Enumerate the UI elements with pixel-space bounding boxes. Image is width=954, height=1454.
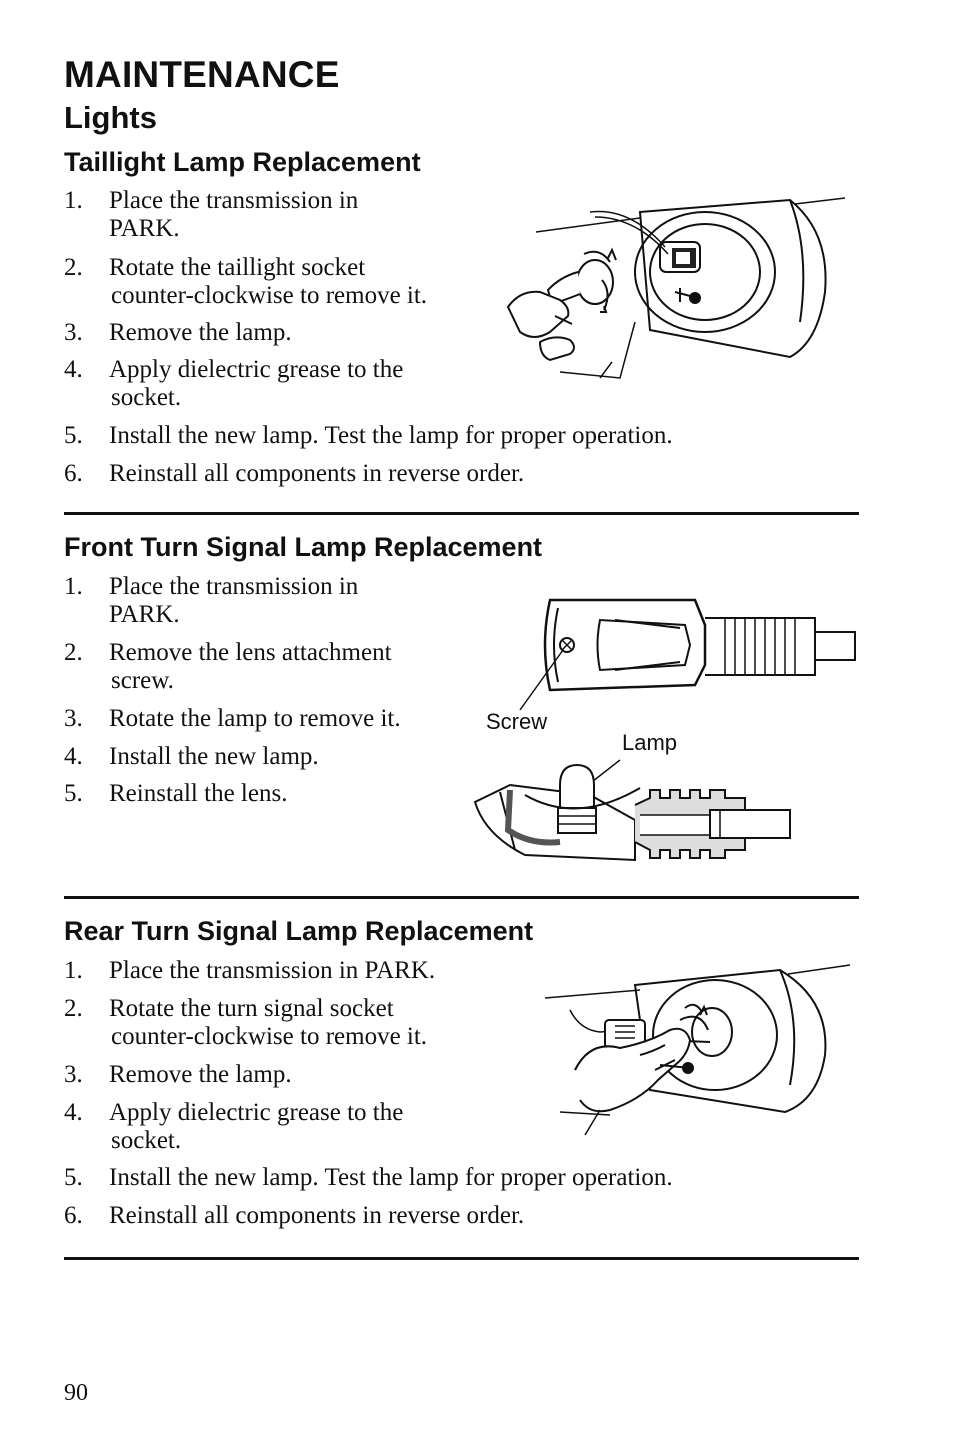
lamp-callout: Lamp [622, 730, 678, 755]
step-text: Remove the lamp. [109, 1061, 292, 1088]
step-text: Apply dielectric grease to the [109, 356, 404, 383]
step-number: 1. [64, 957, 83, 984]
step-number: 4. [64, 743, 83, 770]
section-divider [64, 512, 859, 515]
step-number: 5. [64, 1164, 83, 1191]
step-text: Reinstall the lens. [109, 780, 288, 807]
step-text-continued: screw. [111, 667, 174, 694]
step-number: 3. [64, 1061, 83, 1088]
step-number: 1. [64, 573, 83, 600]
step-text: Place the transmission in [109, 187, 359, 214]
step-number: 4. [64, 1099, 83, 1126]
section-divider [64, 896, 859, 899]
step-text: Reinstall all components in reverse orde… [109, 1202, 525, 1229]
front-turn-illustration [470, 580, 865, 875]
step-number: 3. [64, 705, 83, 732]
step-text: Remove the lens attachment [109, 639, 392, 666]
step-text: Place the transmission in PARK. [109, 957, 436, 984]
rear-turn-heading: Rear Turn Signal Lamp Replacement [64, 916, 534, 946]
step-text-continued: socket. [111, 384, 182, 411]
step-number: 6. [64, 460, 83, 487]
taillight-illustration [500, 192, 850, 384]
step-number: 6. [64, 1202, 83, 1229]
taillight-heading: Taillight Lamp Replacement [64, 147, 421, 177]
step-number: 2. [64, 254, 83, 281]
step-text: Rotate the taillight socket [109, 254, 366, 281]
rear-turn-illustration [540, 960, 855, 1140]
section-title: MAINTENANCE [64, 54, 340, 95]
step-text-continued: socket. [111, 1127, 182, 1154]
front-turn-heading: Front Turn Signal Lamp Replacement [64, 532, 543, 562]
screw-callout: Screw [486, 709, 548, 734]
page-number: 90 [64, 1380, 88, 1406]
step-number: 5. [64, 422, 83, 449]
step-text: Rotate the lamp to remove it. [109, 705, 401, 732]
step-number: 2. [64, 995, 83, 1022]
step-number: 5. [64, 780, 83, 807]
step-text-continued: PARK. [109, 215, 180, 242]
step-number: 2. [64, 639, 83, 666]
step-text: Install the new lamp. [109, 743, 319, 770]
step-text: Rotate the turn signal socket [109, 995, 394, 1022]
step-text-continued: counter-clockwise to remove it. [111, 282, 428, 309]
step-text: Place the transmission in [109, 573, 359, 600]
step-number: 3. [64, 319, 83, 346]
step-text: Install the new lamp. Test the lamp for … [109, 422, 673, 449]
step-number: 1. [64, 187, 83, 214]
step-text-continued: counter-clockwise to remove it. [111, 1023, 428, 1050]
step-text: Reinstall all components in reverse orde… [109, 460, 525, 487]
section-divider [64, 1257, 859, 1260]
section-subtitle: Lights [64, 100, 157, 135]
step-text: Install the new lamp. Test the lamp for … [109, 1164, 673, 1191]
step-number: 4. [64, 356, 83, 383]
step-text: Apply dielectric grease to the [109, 1099, 404, 1126]
step-text-continued: PARK. [109, 601, 180, 628]
step-text: Remove the lamp. [109, 319, 292, 346]
